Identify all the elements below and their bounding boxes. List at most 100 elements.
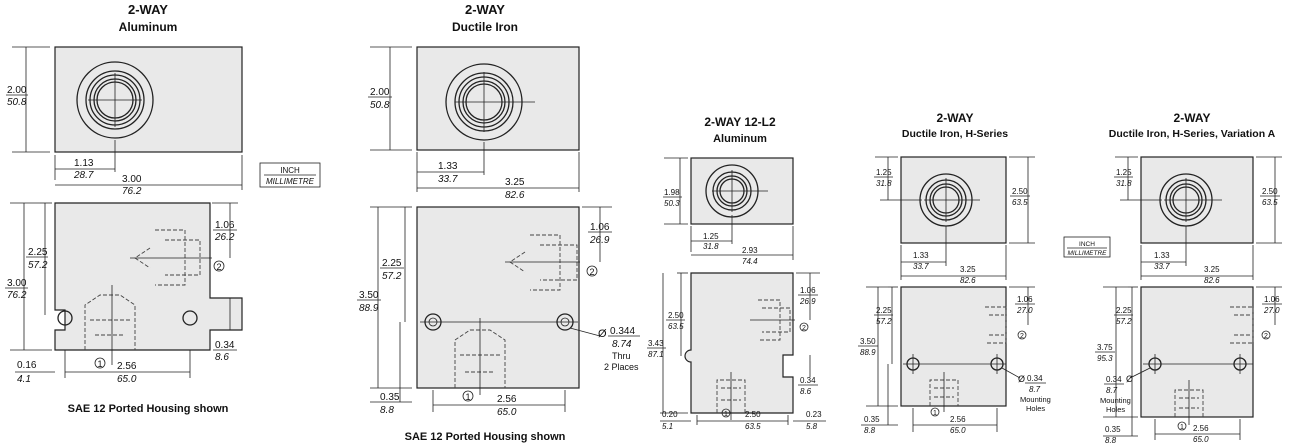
dim-port-x-in: 1.33	[438, 161, 458, 172]
view-subtitle: Ductile Iron, H-Series	[902, 128, 1008, 140]
dim-top-height-in: 2.50	[1262, 187, 1278, 196]
dim-port-x-mm: 33.7	[913, 262, 929, 271]
dim-hole-dia-mm: 8.7	[1106, 386, 1118, 395]
view-note: SAE 12 Ported Housing shown	[68, 403, 229, 415]
dim-height-in: 3.43	[648, 339, 664, 348]
dim-port-x-mm: 33.7	[438, 174, 458, 185]
callout-2: 2	[802, 325, 806, 332]
diameter-symbol: Ø	[1126, 374, 1133, 384]
dim-slot-span-in: 2.56	[117, 361, 137, 372]
view-2way-h-series-variation-a: 2-WAY Ductile Iron, H-Series, Variation …	[1095, 111, 1282, 445]
view-2way-h-series: 2-WAY Ductile Iron, H-Series 1.25 31.8 2…	[858, 111, 1051, 435]
dim-hole-y-mm: 8.8	[864, 426, 876, 435]
dim-port-height-in: 2.25	[382, 258, 402, 269]
unit-legend: INCH MILLIMETRE	[1063, 236, 1111, 258]
hole-note-line1: Thru	[612, 351, 631, 361]
view-title: 2-WAY	[465, 2, 505, 17]
dim-port-height-in: 2.50	[668, 311, 684, 320]
view-2way-aluminum: 2-WAY Aluminum 2.00 50.8 1.13 28.7 3.00 …	[5, 2, 243, 415]
view-title: 2-WAY	[128, 2, 168, 17]
callout-1: 1	[465, 392, 470, 402]
dim-width-mm: 82.6	[505, 190, 525, 201]
view-2way-ductile-iron: 2-WAY Ductile Iron 2.00 50.8 1.33 33.7 3…	[357, 2, 640, 443]
dim-hole-span-in: 2.56	[497, 394, 517, 405]
callout-2: 2	[1020, 333, 1024, 340]
dim-hole-span-in: 2.56	[950, 415, 966, 424]
dim-side-port-in: 1.06	[590, 222, 610, 233]
dim-height-mm: 76.2	[7, 290, 27, 301]
dim-top-height-in: 2.50	[1012, 187, 1028, 196]
view-subtitle: Aluminum	[713, 133, 767, 145]
mounting-slot	[57, 310, 73, 326]
dim-width-mm: 74.4	[742, 257, 758, 266]
dim-height-mm: 95.3	[1097, 354, 1113, 363]
dim-slot-height-in: 0.34	[215, 340, 235, 351]
dim-top-height-in: 2.00	[7, 85, 27, 96]
dim-height-in: 3.50	[860, 337, 876, 346]
dim-port-height-in: 2.25	[28, 247, 48, 258]
dim-slot-span-mm: 63.5	[745, 422, 761, 431]
dim-port-x-in: 1.33	[913, 251, 929, 260]
dim-port-height-mm: 57.2	[1116, 317, 1132, 326]
dim-height-in: 3.50	[359, 290, 379, 301]
view-title: 2-WAY 12-L2	[704, 115, 776, 129]
side-view-plate	[684, 272, 794, 414]
dim-side-port-in: 1.06	[800, 286, 816, 295]
dim-port-x-mm: 31.8	[703, 242, 719, 251]
dim-side-port-mm: 26.9	[799, 297, 816, 306]
callout-1: 1	[933, 410, 937, 417]
port-circle	[445, 63, 535, 141]
unit-legend: INCH MILLIMETRE	[259, 162, 321, 188]
dim-hole-dia-mm: 8.74	[612, 339, 632, 350]
dim-hole-span-mm: 65.0	[1193, 435, 1209, 444]
dim-hole-y-mm: 8.8	[380, 405, 394, 416]
dim-hole-y-in: 0.35	[864, 415, 880, 424]
dim-side-port-in: 1.06	[1264, 295, 1280, 304]
dim-height-in: 3.75	[1097, 343, 1113, 352]
diameter-symbol: Ø	[598, 328, 607, 340]
hole-note-line2: 2 Places	[604, 362, 639, 372]
dim-port-y-mm: 31.8	[876, 179, 892, 188]
dim-port-height-in: 2.25	[876, 306, 892, 315]
dim-side-port-mm: 26.2	[214, 232, 235, 243]
dim-width-in: 3.00	[122, 174, 142, 185]
dim-hole-dia-mm: 8.7	[1029, 385, 1041, 394]
dim-width-in: 3.25	[960, 265, 976, 274]
view-title: 2-WAY	[937, 111, 974, 125]
dim-width-mm: 82.6	[1204, 276, 1220, 285]
callout-2: 2	[589, 267, 594, 277]
dim-top-height-mm: 63.5	[1262, 198, 1278, 207]
side-view-plate	[1140, 286, 1254, 418]
view-subtitle: Ductile Iron	[452, 20, 518, 34]
view-2way-12l2-aluminum: 2-WAY 12-L2 Aluminum 1.98 50.3 1.25 31.8…	[647, 115, 826, 431]
dim-port-height-mm: 57.2	[876, 317, 892, 326]
dim-top-height-in: 1.98	[664, 188, 680, 197]
dim-slot-x-in: 0.16	[17, 360, 37, 371]
dim-width-in: 2.93	[742, 246, 758, 255]
dim-top-height-in: 2.00	[370, 87, 390, 98]
dim-hole-span-mm: 65.0	[950, 426, 966, 435]
dim-side-port-mm: 26.9	[589, 235, 610, 246]
dim-slot-x2-in: 0.23	[806, 410, 822, 419]
dim-port-height-mm: 63.5	[668, 322, 684, 331]
dim-hole-span-mm: 65.0	[497, 407, 517, 418]
dim-port-y-mm: 31.8	[1116, 179, 1132, 188]
dim-hole-y-in: 0.35	[1105, 425, 1121, 434]
dim-side-port-in: 1.06	[215, 220, 235, 231]
dim-height-in: 3.00	[7, 278, 27, 289]
dim-port-y-in: 1.25	[1116, 168, 1132, 177]
diameter-symbol: Ø	[1018, 374, 1025, 384]
dim-hole-dia-in: 0.34	[1027, 374, 1043, 383]
top-view-plate	[54, 46, 243, 153]
dim-hole-y-mm: 8.8	[1105, 436, 1117, 445]
dim-height-mm: 87.1	[648, 350, 664, 359]
dim-port-height-in: 2.25	[1116, 306, 1132, 315]
callout-2: 2	[216, 262, 221, 272]
view-subtitle: Aluminum	[119, 20, 178, 34]
dim-hole-dia-in: 0.34	[1106, 375, 1122, 384]
legend-mm: MILLIMETRE	[266, 177, 315, 186]
dim-port-x-in: 1.33	[1154, 251, 1170, 260]
dim-port-x-in: 1.13	[74, 158, 94, 169]
dim-top-height-mm: 50.8	[370, 100, 390, 111]
